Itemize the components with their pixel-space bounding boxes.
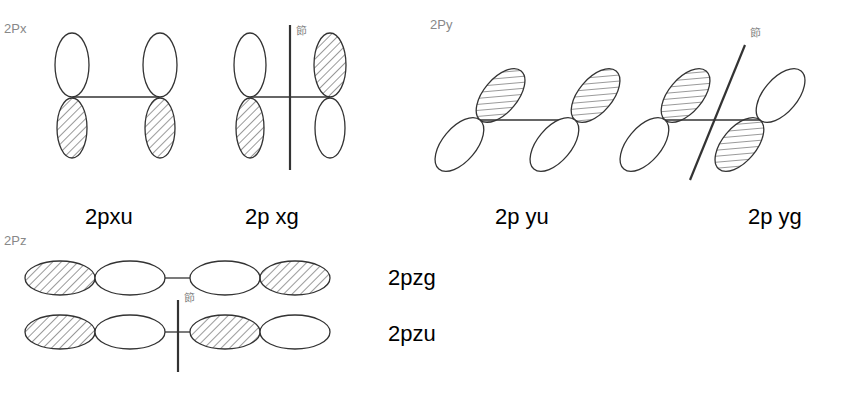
hand-label: 2Py	[430, 18, 452, 32]
orbital-label: 2pzu	[388, 322, 436, 346]
hand-label: 2Pz	[4, 234, 26, 248]
node-mark: 節	[296, 24, 307, 36]
orbital-label: 2p yg	[748, 205, 802, 229]
orbital-label: 2p xg	[245, 205, 299, 229]
node-mark: 節	[750, 26, 761, 38]
hand-label: 2Px	[4, 22, 26, 36]
orbital-label: 2p yu	[495, 205, 549, 229]
node-mark: 節	[184, 291, 195, 303]
orbital-label: 2pxu	[85, 205, 133, 229]
orbital-label: 2pzg	[388, 266, 436, 290]
